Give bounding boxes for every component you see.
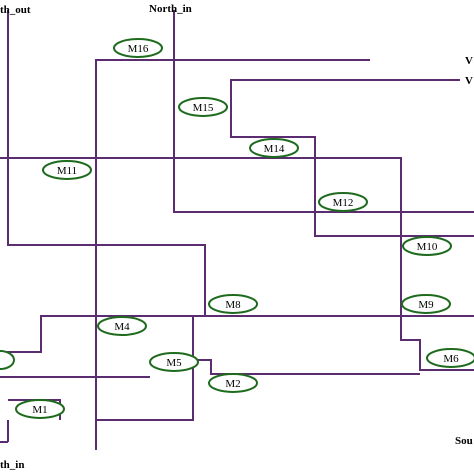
transistor-m8: M8	[208, 294, 258, 314]
port-north-out: th_out	[0, 4, 31, 16]
port-south-in: th_in	[0, 459, 24, 471]
label-m14: M14	[264, 143, 285, 155]
transistor-m6: M6	[426, 348, 474, 368]
transistor-partial-left	[0, 350, 15, 370]
label-m1: M1	[32, 404, 47, 416]
port-v-top: V	[465, 55, 473, 67]
transistor-m11: M11	[42, 160, 92, 180]
wire-north-out	[7, 10, 206, 316]
label-m9: M9	[418, 299, 434, 311]
transistor-m2: M2	[208, 373, 258, 393]
label-m11: M11	[57, 165, 77, 177]
wire-m4-row	[0, 315, 474, 353]
transistor-m15: M15	[178, 97, 228, 117]
label-m4: M4	[114, 321, 130, 333]
wire-m2-row	[96, 316, 194, 421]
transistor-m9: M9	[401, 294, 451, 314]
wire-m5-row-right	[186, 359, 420, 375]
wire-v-top	[95, 59, 370, 450]
label-m2: M2	[225, 378, 240, 390]
transistor-m14: M14	[249, 138, 299, 158]
label-m6: M6	[443, 353, 459, 365]
label-m10: M10	[417, 241, 438, 253]
transistor-m16: M16	[113, 38, 163, 58]
label-m8: M8	[225, 299, 241, 311]
port-north-in: North_in	[149, 3, 192, 15]
port-south-right: Sou	[455, 435, 473, 447]
port-v-second: V	[465, 75, 473, 87]
transistor-m12: M12	[318, 192, 368, 212]
transistor-m1: M1	[15, 399, 65, 419]
label-m12: M12	[333, 197, 354, 209]
label-m15: M15	[193, 102, 214, 114]
wires	[0, 10, 474, 450]
transistor-m5: M5	[149, 352, 199, 372]
transistor-m4: M4	[97, 316, 147, 336]
wire-m11-row	[0, 157, 474, 371]
label-m16: M16	[128, 43, 149, 55]
transistor-m10: M10	[402, 236, 452, 256]
wire-v-second	[230, 79, 474, 237]
wire-north-in	[173, 10, 474, 213]
label-m5: M5	[166, 357, 182, 369]
